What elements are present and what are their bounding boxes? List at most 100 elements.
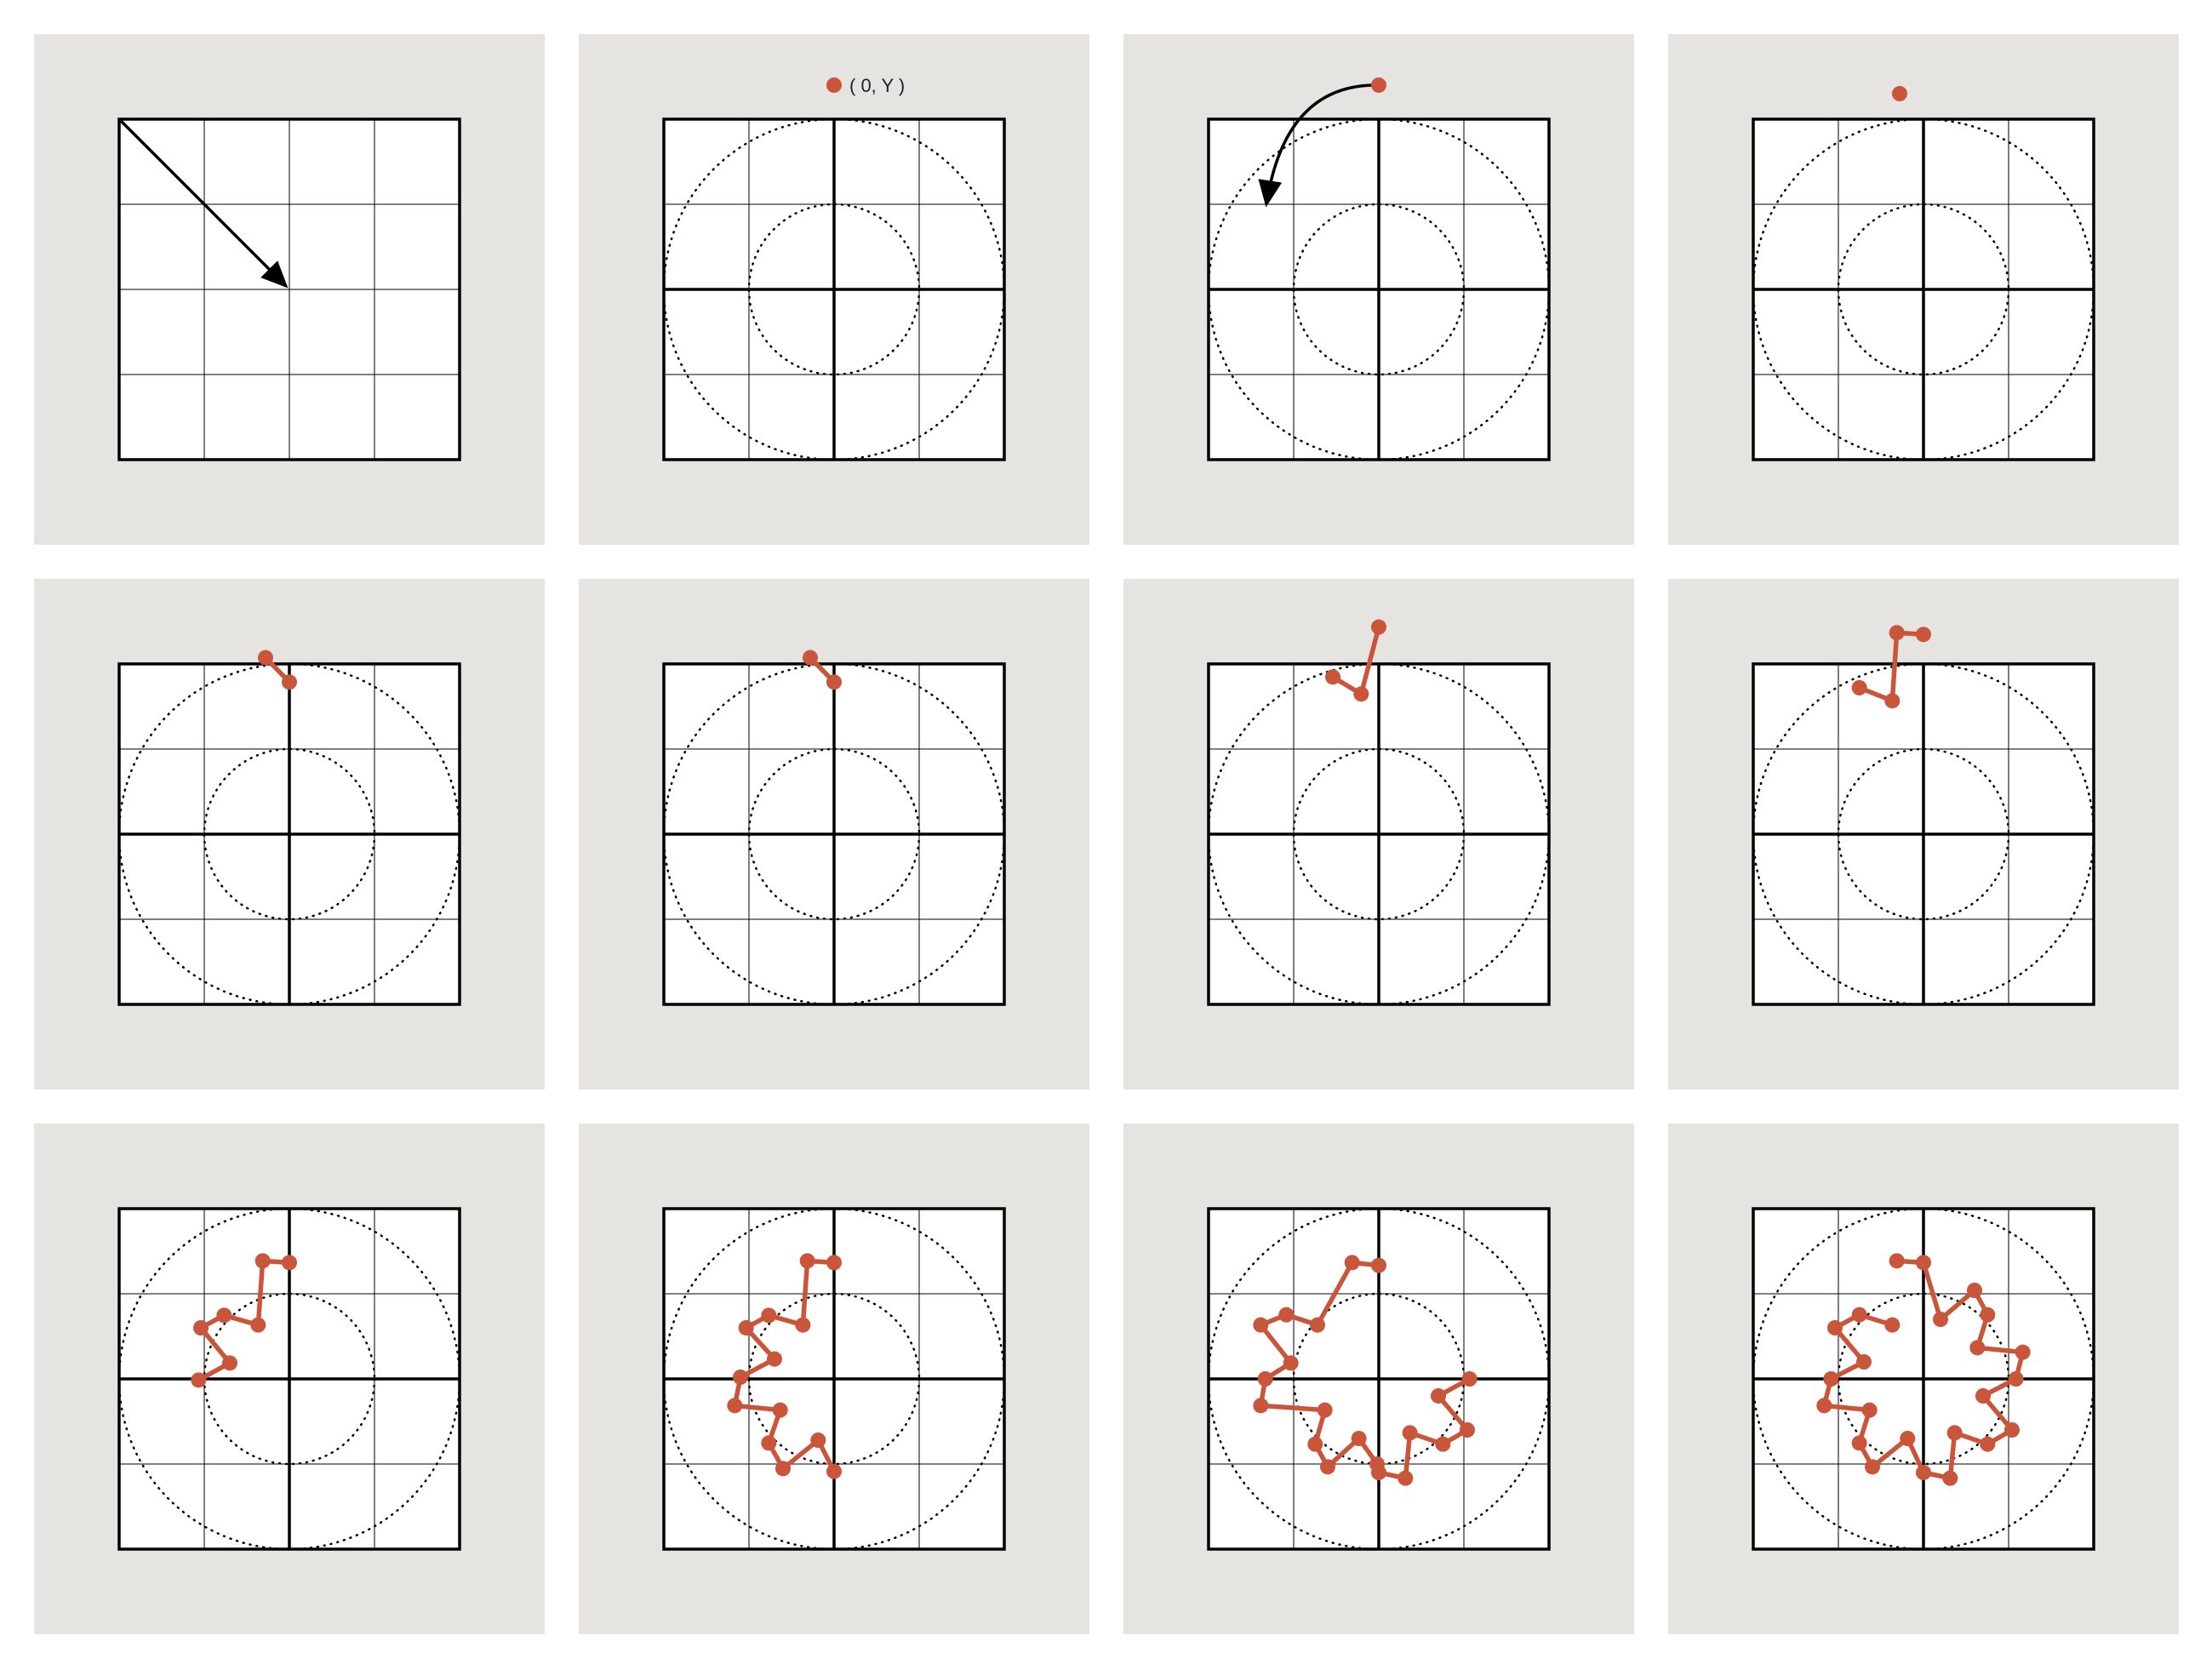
path-point-7	[282, 1255, 297, 1271]
panel-9	[34, 1124, 545, 1634]
outer-guide-circle	[1207, 1207, 1551, 1551]
path-point-2	[810, 1433, 826, 1448]
path-point-10	[761, 1307, 777, 1324]
panel-2: ( 0, Y )	[579, 34, 1089, 545]
path-point-16	[1865, 1459, 1880, 1475]
panel-6	[579, 579, 1089, 1090]
path-point-2	[1353, 686, 1369, 702]
path-point-20	[1371, 1257, 1386, 1273]
path-point-9	[1975, 1388, 1991, 1404]
path-point-12	[799, 1253, 815, 1269]
path-point-4	[1967, 1283, 1982, 1298]
path-point-5	[250, 1317, 266, 1333]
path-point-18	[1310, 1317, 1325, 1333]
path-point-14	[1916, 1465, 1931, 1480]
path-point-1	[1371, 77, 1386, 93]
outer-guide-circle	[117, 1207, 461, 1551]
path-point-24	[1884, 1317, 1900, 1333]
path-point-1	[1851, 680, 1867, 695]
path-point-11	[1980, 1436, 1996, 1452]
path-point-17	[1278, 1307, 1295, 1323]
path-point-3	[1371, 619, 1386, 635]
path-point-1	[191, 1372, 207, 1388]
path-point-5	[1402, 1425, 1418, 1441]
path-point-11	[1307, 1436, 1323, 1452]
path-point-18	[1861, 1402, 1878, 1418]
path-point-19	[1344, 1255, 1360, 1271]
path-point-10	[2004, 1422, 2020, 1438]
outer-guide-circle	[1752, 1207, 2095, 1551]
outer-guide-circle	[662, 662, 1006, 1006]
inner-guide-circle	[1292, 203, 1466, 376]
path-point-1	[1461, 1371, 1478, 1387]
path-point-15	[1283, 1355, 1299, 1371]
path-point-6	[254, 1253, 271, 1269]
panel-1	[34, 34, 545, 545]
outer-guide-circle	[662, 117, 1006, 461]
panel-11	[1123, 1124, 1634, 1634]
path-point-6	[1398, 1470, 1414, 1486]
path-point-19	[1816, 1398, 1832, 1414]
path-point-2	[826, 674, 842, 690]
path-point-8	[1369, 1456, 1385, 1472]
path-point-2	[222, 1355, 237, 1371]
panel-10	[579, 1124, 1089, 1634]
path-point-10	[1320, 1459, 1335, 1475]
path-point-8	[767, 1351, 782, 1367]
path-point-9	[1351, 1431, 1367, 1446]
path-point-13	[1253, 1398, 1269, 1414]
path-point-3	[1460, 1422, 1475, 1438]
path-point-1	[826, 1463, 842, 1479]
path-point-5	[1980, 1307, 1996, 1323]
path-point-3	[1889, 625, 1905, 641]
inner-guide-circle	[747, 1292, 921, 1466]
path-point-1	[803, 649, 818, 666]
path-point-4	[1916, 626, 1931, 643]
path-point-7	[2015, 1344, 2031, 1360]
inner-guide-circle	[1837, 747, 2010, 921]
panel-5	[34, 579, 545, 1090]
path-line	[1856, 630, 1926, 704]
diagonal-arrow	[119, 119, 289, 289]
outer-guide-circle	[1207, 662, 1551, 1006]
path-point-8	[2008, 1371, 2024, 1387]
path-point-6	[1969, 1340, 1986, 1356]
path-point-20	[1823, 1371, 1839, 1387]
outer-guide-circle	[1752, 117, 2095, 461]
path-point-2	[282, 674, 297, 690]
path-point-16	[1253, 1317, 1269, 1333]
path-point-1	[1892, 86, 1907, 101]
path-point-17	[1851, 1435, 1867, 1451]
panel-12	[1668, 1124, 2179, 1634]
path-point-3	[1933, 1312, 1948, 1327]
outer-guide-circle	[117, 662, 461, 1006]
rotation-arrow	[1258, 83, 1380, 208]
path-point-14	[1257, 1371, 1273, 1387]
path-point-23	[1851, 1307, 1867, 1323]
path-point-1	[826, 77, 842, 93]
inner-guide-circle	[1292, 747, 1466, 921]
path-point-1	[258, 649, 273, 666]
path-point-21	[1856, 1354, 1872, 1370]
inner-guide-circle	[747, 203, 921, 376]
path-point-12	[1946, 1425, 1963, 1441]
panel-3	[1123, 34, 1634, 545]
panel-7	[1123, 579, 1634, 1090]
path-point-7	[733, 1370, 748, 1385]
path-point-12	[1317, 1402, 1333, 1418]
path-point-6	[727, 1398, 743, 1414]
inner-guide-circle	[203, 747, 376, 921]
path-point-11	[795, 1317, 811, 1333]
path-point-4	[761, 1435, 777, 1451]
inner-guide-circle	[1837, 203, 2010, 376]
inner-guide-circle	[747, 747, 921, 921]
panel-8	[1668, 579, 2179, 1090]
panel-4	[1668, 34, 2179, 545]
path-point-3	[775, 1461, 791, 1477]
path-point-15	[1900, 1431, 1916, 1446]
path-point-2	[1884, 693, 1900, 709]
path-point-4	[216, 1307, 232, 1324]
grid-border	[117, 117, 461, 461]
path-point-2	[1431, 1388, 1446, 1404]
path-point-22	[1827, 1320, 1843, 1335]
